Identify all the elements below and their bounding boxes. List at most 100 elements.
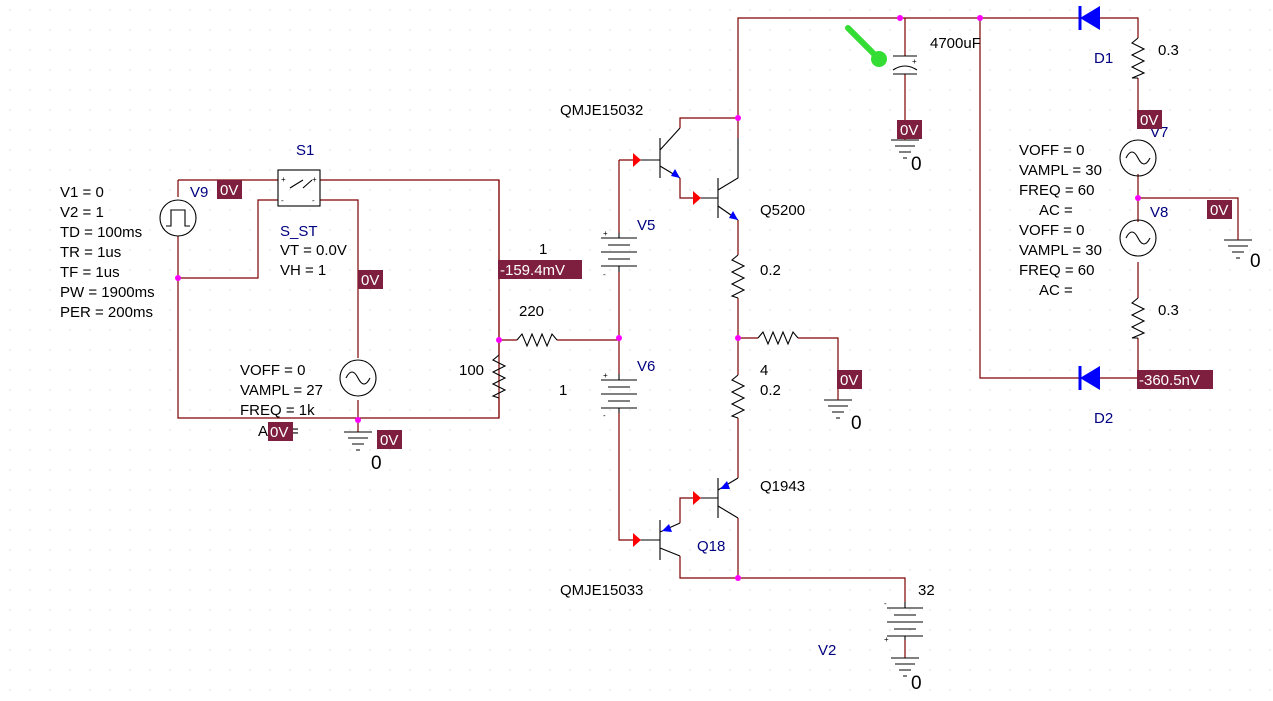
battery-name: V2 xyxy=(818,642,836,659)
resistor-220[interactable]: 220 xyxy=(516,303,558,348)
transistor-q1943[interactable]: Q1943 Q18 xyxy=(693,477,805,555)
diode-d1[interactable]: D1 xyxy=(1078,6,1113,67)
switch-name: S1 xyxy=(296,142,314,159)
switch-vh: VH = 1 xyxy=(280,262,326,279)
svg-text:0V: 0V xyxy=(380,432,398,449)
ground-label: 0 xyxy=(851,413,862,434)
resistor-top-emitter[interactable]: 0.2 xyxy=(730,254,781,299)
switch-model: S_ST xyxy=(280,223,318,240)
svg-text:0V: 0V xyxy=(361,272,379,289)
source-name: V8 xyxy=(1150,204,1168,221)
source-param: VAMPL = 30 xyxy=(1019,162,1102,179)
svg-text:+: + xyxy=(312,175,317,184)
svg-text:-: - xyxy=(884,599,887,608)
source-param: VOFF = 0 xyxy=(1019,142,1084,159)
probe-switch-node[interactable]: 0V xyxy=(358,270,383,289)
svg-text:+: + xyxy=(281,175,286,184)
resistor-value: 100 xyxy=(459,362,484,379)
sine-source-left[interactable]: VOFF = 0 VAMPL = 27 FREQ = 1k A = xyxy=(240,359,377,440)
ground-v2[interactable]: 0 xyxy=(891,657,922,694)
battery-name: V5 xyxy=(637,217,655,234)
v9-param: TR = 1us xyxy=(60,244,121,261)
resistor-value: 4 xyxy=(760,362,768,379)
source-param: FREQ = 60 xyxy=(1019,182,1094,199)
svg-text:0V: 0V xyxy=(1210,202,1228,219)
transistor-name: QMJE15033 xyxy=(560,582,643,599)
svg-text:-: - xyxy=(603,411,606,420)
resistor-value: 0.2 xyxy=(760,382,781,399)
source-param: VAMPL = 27 xyxy=(240,382,323,399)
ground-label: 0 xyxy=(911,673,922,694)
v9-param: TD = 100ms xyxy=(60,224,142,241)
probe-d2-node[interactable]: -360.5nV xyxy=(1137,370,1213,389)
diode-name: D2 xyxy=(1094,410,1113,427)
source-param: VOFF = 0 xyxy=(240,362,305,379)
source-ac-suffix: = xyxy=(290,423,299,440)
probe-neg-node[interactable]: -159.4mV xyxy=(498,260,582,279)
junction-dots xyxy=(175,15,1141,581)
probe-cap-node[interactable]: 0V xyxy=(897,120,922,139)
battery-v5[interactable]: + - V5 1 xyxy=(539,217,655,279)
sine-source-v8[interactable]: V8 VOFF = 0 VAMPL = 30 FREQ = 60 AC = xyxy=(1019,204,1168,299)
transistor-name: Q18 xyxy=(697,538,725,555)
battery-name: V6 xyxy=(637,358,655,375)
transistor-name: Q5200 xyxy=(760,202,805,219)
resistor-d2[interactable]: 0.3 xyxy=(1130,297,1179,339)
svg-text:+: + xyxy=(884,635,889,644)
source-param: AC = xyxy=(1039,282,1073,299)
v9-param: TF = 1us xyxy=(60,264,120,281)
svg-text:0V: 0V xyxy=(270,424,288,441)
capacitor-value: 4700uF xyxy=(930,35,981,52)
probe-ac-source[interactable]: 0V xyxy=(268,422,293,441)
v9-param: PER = 200ms xyxy=(60,304,153,321)
transistor-q5200[interactable]: Q5200 xyxy=(693,138,805,221)
source-ac-prefix: A xyxy=(258,423,268,440)
ground-left[interactable]: 0 xyxy=(344,431,382,474)
source-param: VAMPL = 30 xyxy=(1019,242,1102,259)
switch-vt: VT = 0.0V xyxy=(280,242,347,259)
diode-d2[interactable]: D2 xyxy=(1078,366,1113,427)
resistor-value: 0.3 xyxy=(1158,42,1179,59)
resistor-load[interactable]: 4 xyxy=(757,330,799,379)
v9-param: V1 = 0 xyxy=(60,184,104,201)
transistor-qmje15033[interactable]: QMJE15033 xyxy=(560,520,681,599)
probe-output-node[interactable]: 0V xyxy=(837,370,862,389)
probe-mid-right[interactable]: 0V xyxy=(1207,200,1232,219)
svg-text:-360.5nV: -360.5nV xyxy=(1139,372,1200,389)
battery-value: 32 xyxy=(918,582,935,599)
svg-text:0V: 0V xyxy=(1140,112,1158,129)
resistor-d1[interactable]: 0.3 xyxy=(1130,37,1179,79)
svg-text:+: + xyxy=(603,371,608,380)
resistor-value: 0.3 xyxy=(1158,302,1179,319)
ground-label: 0 xyxy=(371,453,382,474)
resistor-value: 0.2 xyxy=(760,262,781,279)
capacitor-4700uf[interactable]: + 4700uF xyxy=(892,35,981,75)
wires[interactable] xyxy=(177,17,1239,658)
probe-v7-top[interactable]: 0V xyxy=(1137,110,1162,129)
switch-s1[interactable]: + - + - S1 S_ST VT = 0.0V VH = 1 xyxy=(277,142,347,279)
v9-name: V9 xyxy=(190,184,208,201)
svg-text:-: - xyxy=(312,196,315,205)
source-param: FREQ = 1k xyxy=(240,402,315,419)
resistor-100[interactable]: 100 xyxy=(459,354,507,399)
v9-param: PW = 1900ms xyxy=(60,284,155,301)
probe-v9-out[interactable]: 0V xyxy=(217,180,242,199)
battery-v6[interactable]: + - V6 1 xyxy=(559,358,655,420)
transistor-qmje15032[interactable]: QMJE15032 xyxy=(560,102,681,179)
battery-value: 1 xyxy=(559,382,567,399)
source-param: VOFF = 0 xyxy=(1019,222,1084,239)
svg-text:+: + xyxy=(603,229,608,238)
battery-v2[interactable]: - + V2 32 xyxy=(818,582,935,659)
ground-label: 0 xyxy=(1250,251,1261,272)
source-param: AC = xyxy=(1039,202,1073,219)
v9-pulse-source[interactable]: V9 V1 = 0 V2 = 1 TD = 100ms TR = 1us TF … xyxy=(60,184,208,321)
svg-text:-159.4mV: -159.4mV xyxy=(500,262,565,279)
source-param: FREQ = 60 xyxy=(1019,262,1094,279)
resistor-bottom-emitter[interactable]: 0.2 xyxy=(730,374,781,419)
probe-cursor-icon[interactable] xyxy=(845,25,887,67)
diode-name: D1 xyxy=(1094,50,1113,67)
resistor-value: 220 xyxy=(519,303,544,320)
battery-value: 1 xyxy=(539,241,547,258)
probe-ground-left[interactable]: 0V xyxy=(377,430,402,449)
